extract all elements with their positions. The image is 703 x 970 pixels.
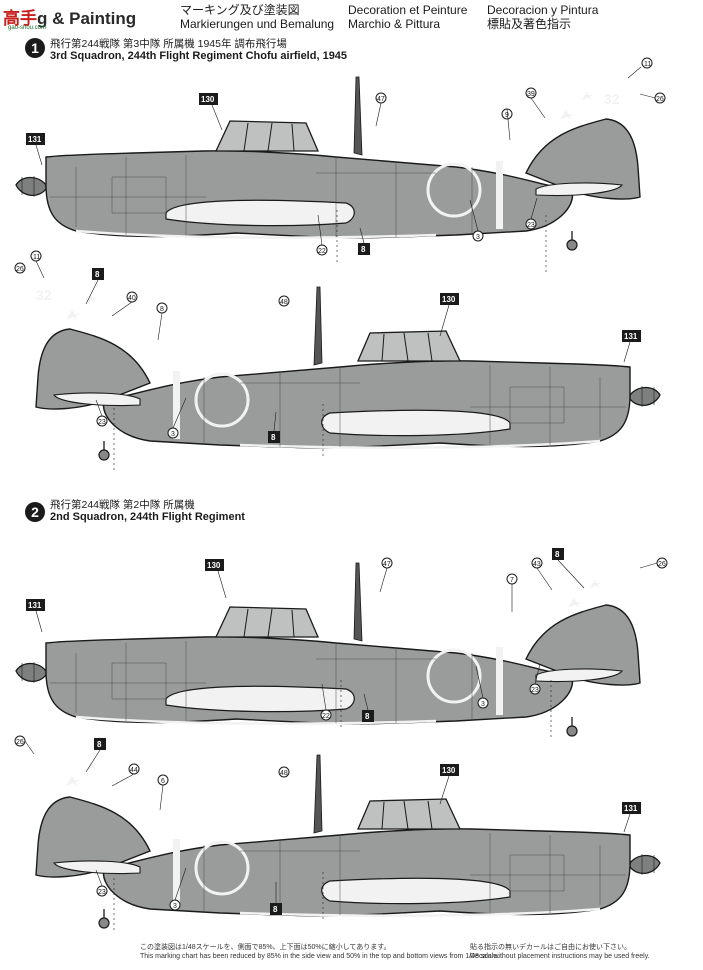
svg-text:26: 26 [656,96,664,103]
scheme-number-1: 1 [25,38,45,58]
footnote-scale: この塗装図は1/48スケールを、側面で85%、上下面は50%に縮小してあります。… [140,944,500,960]
svg-text:11: 11 [33,254,40,261]
svg-text:23: 23 [98,419,106,426]
svg-text:3: 3 [171,431,175,438]
svg-text:23: 23 [527,222,535,229]
svg-text:8: 8 [555,550,560,559]
svg-text:131: 131 [28,135,42,144]
footnote-decals: 貼る指示の無いデカールはご自由にお使い下さい。Decals without pl… [470,944,650,960]
scheme-1-title-en: 3rd Squadron, 244th Flight Regiment Chof… [50,50,348,62]
svg-text:131: 131 [624,332,638,341]
svg-text:131: 131 [28,601,42,610]
svg-text:22: 22 [318,248,326,255]
svg-text:23: 23 [531,687,539,694]
svg-text:40: 40 [128,295,136,302]
svg-text:47: 47 [377,96,385,103]
svg-text:44: 44 [130,767,138,774]
svg-text:8: 8 [271,433,276,442]
scheme-2-title-en: 2nd Squadron, 244th Flight Regiment [50,511,245,523]
svg-text:8: 8 [160,306,164,313]
svg-text:131: 131 [624,804,638,813]
svg-text:3: 3 [481,701,485,708]
svg-text:130: 130 [442,766,456,775]
svg-text:9: 9 [505,112,509,119]
svg-text:26: 26 [16,739,24,746]
svg-text:11: 11 [644,61,651,68]
svg-text:8: 8 [273,905,278,914]
svg-text:130: 130 [201,95,215,104]
scheme-1-title-jp: 飛行第244戦隊 第3中隊 所属機 1945年 調布飛行場 [50,38,287,50]
svg-text:3: 3 [173,903,177,910]
svg-text:8: 8 [97,740,102,749]
svg-text:22: 22 [322,713,330,720]
svg-text:39: 39 [527,91,535,98]
svg-text:26: 26 [658,561,666,568]
svg-text:43: 43 [533,561,541,568]
scheme-number-2: 2 [25,502,45,522]
svg-text:130: 130 [442,295,456,304]
brand-logo: 高手g & Painting [3,9,137,28]
svg-text:48: 48 [280,770,288,777]
svg-text:8: 8 [361,245,366,254]
scheme-2-title-jp: 飛行第244戦隊 第2中隊 所属機 [50,499,195,511]
svg-text:130: 130 [207,561,221,570]
svg-text:3: 3 [476,234,480,241]
svg-text:8: 8 [365,712,370,721]
svg-text:6: 6 [161,778,165,785]
brand-url: gao-shou.com [8,25,47,31]
svg-text:7: 7 [510,577,514,584]
svg-text:47: 47 [383,561,391,568]
svg-text:8: 8 [95,270,100,279]
tail-number-a: 32 [604,91,620,107]
svg-text:26: 26 [16,266,24,273]
tail-number-b: 32 [36,287,52,303]
svg-text:23: 23 [98,889,106,896]
svg-text:48: 48 [280,299,288,306]
